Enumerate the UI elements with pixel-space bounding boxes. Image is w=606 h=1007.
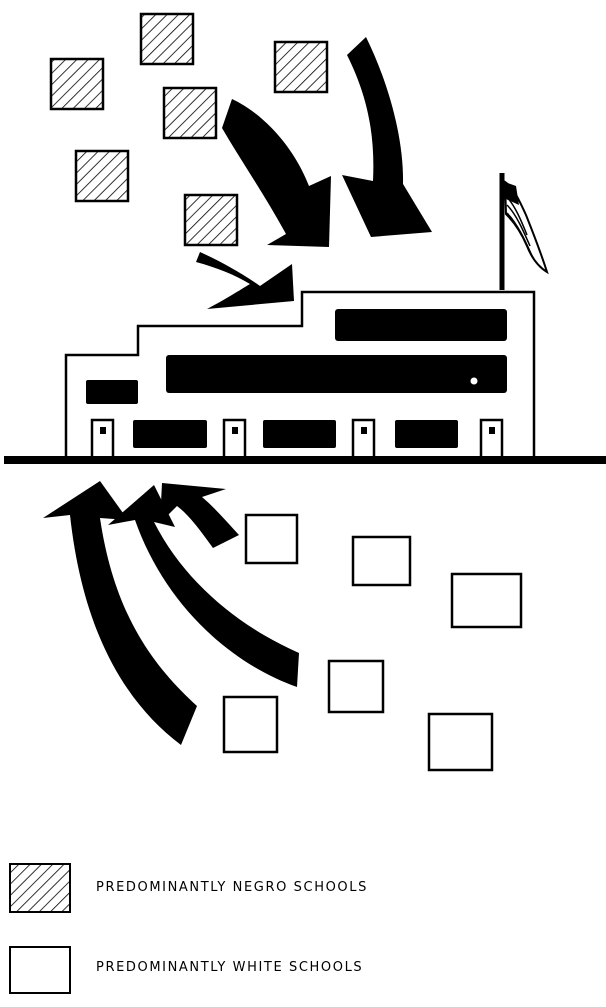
legend-white-label: PREDOMINANTLY WHITE SCHOOLS — [96, 961, 363, 974]
building-window-lower — [133, 420, 207, 448]
flag-icon — [502, 173, 547, 290]
building-window-lower — [395, 420, 458, 448]
ground-line — [4, 456, 606, 464]
arrow-into-school — [342, 37, 432, 237]
arrow-into-school — [160, 483, 239, 548]
negro-school-square — [141, 14, 193, 64]
school-building — [66, 292, 534, 459]
building-clock — [471, 378, 478, 385]
white-school-square — [452, 574, 521, 627]
white-school-square — [353, 537, 410, 585]
negro-school-square — [76, 151, 128, 201]
white-school-square — [429, 714, 492, 770]
legend-hatched-swatch — [10, 864, 70, 912]
negro-school-square — [51, 59, 103, 109]
arrow-into-school — [222, 99, 331, 247]
legend-plain-swatch — [10, 947, 70, 993]
legend-negro-label: PREDOMINANTLY NEGRO SCHOOLS — [96, 881, 368, 894]
building-window-top — [335, 309, 507, 341]
negro-school-square — [275, 42, 327, 92]
negro-school-square — [185, 195, 237, 245]
building-door — [481, 420, 502, 458]
building-window-small — [86, 380, 138, 404]
building-door — [353, 420, 374, 458]
building-door — [224, 420, 245, 458]
white-school-square — [329, 661, 383, 712]
building-window-lower — [263, 420, 336, 448]
building-window-long — [166, 355, 507, 393]
building-door — [92, 420, 113, 458]
arrow-into-school — [196, 252, 294, 309]
white-school-square — [224, 697, 277, 752]
white-school-square — [246, 515, 297, 563]
negro-school-square — [164, 88, 216, 138]
